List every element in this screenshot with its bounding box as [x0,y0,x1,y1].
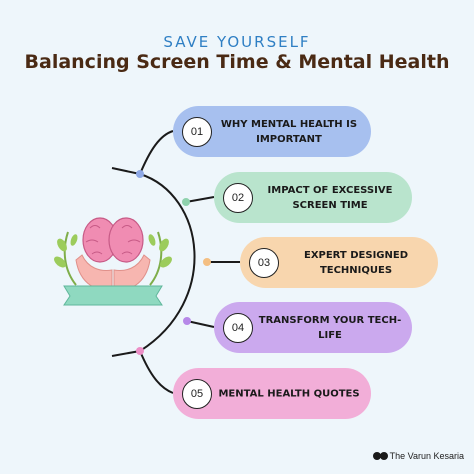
step-2-card[interactable]: 02 IMPACT OF EXCESSIVE SCREEN TIME [214,172,412,223]
logo-circles-icon [373,452,388,460]
brand-credit: The Varun Kesaria [390,451,464,461]
brain-in-hands-icon [54,217,172,306]
node-dot-4 [183,317,191,325]
brand-name: The Varun Kesaria [389,451,464,461]
connector-stub-bottom [111,350,141,357]
step-label: EXPERT DESIGNED TECHNIQUES [303,249,409,276]
step-number-badge: 05 [182,378,212,409]
step-number-badge: 03 [249,247,279,278]
eyebrow-text: SAVE YOURSELF [163,33,311,51]
branch-1 [139,130,174,175]
node-dot-1 [136,170,144,178]
node-dot-2 [182,198,190,206]
branch-4 [186,320,215,328]
connector-stub-top [111,167,141,175]
node-dot-3 [203,258,211,266]
node-dot-5 [136,347,144,355]
step-label: WHY MENTAL HEALTH IS IMPORTANT [220,118,358,145]
step-5-card[interactable]: 05 MENTAL HEALTH QUOTES [173,368,371,419]
step-label: TRANSFORM YOUR TECH-LIFE [258,314,402,341]
connector-arc [139,173,196,352]
step-3-card[interactable]: 03 EXPERT DESIGNED TECHNIQUES [240,237,438,288]
branch-2 [185,196,215,203]
step-4-card[interactable]: 04 TRANSFORM YOUR TECH-LIFE [214,302,412,353]
branch-5 [139,350,174,394]
step-number-badge: 02 [223,182,253,213]
step-1-card[interactable]: 01 WHY MENTAL HEALTH IS IMPORTANT [173,106,371,157]
step-label: IMPACT OF EXCESSIVE SCREEN TIME [267,184,393,211]
page-title: Balancing Screen Time & Mental Health [24,51,450,73]
step-number-badge: 01 [182,116,212,147]
step-number-badge: 04 [223,312,253,343]
step-label: MENTAL HEALTH QUOTES [218,388,360,399]
